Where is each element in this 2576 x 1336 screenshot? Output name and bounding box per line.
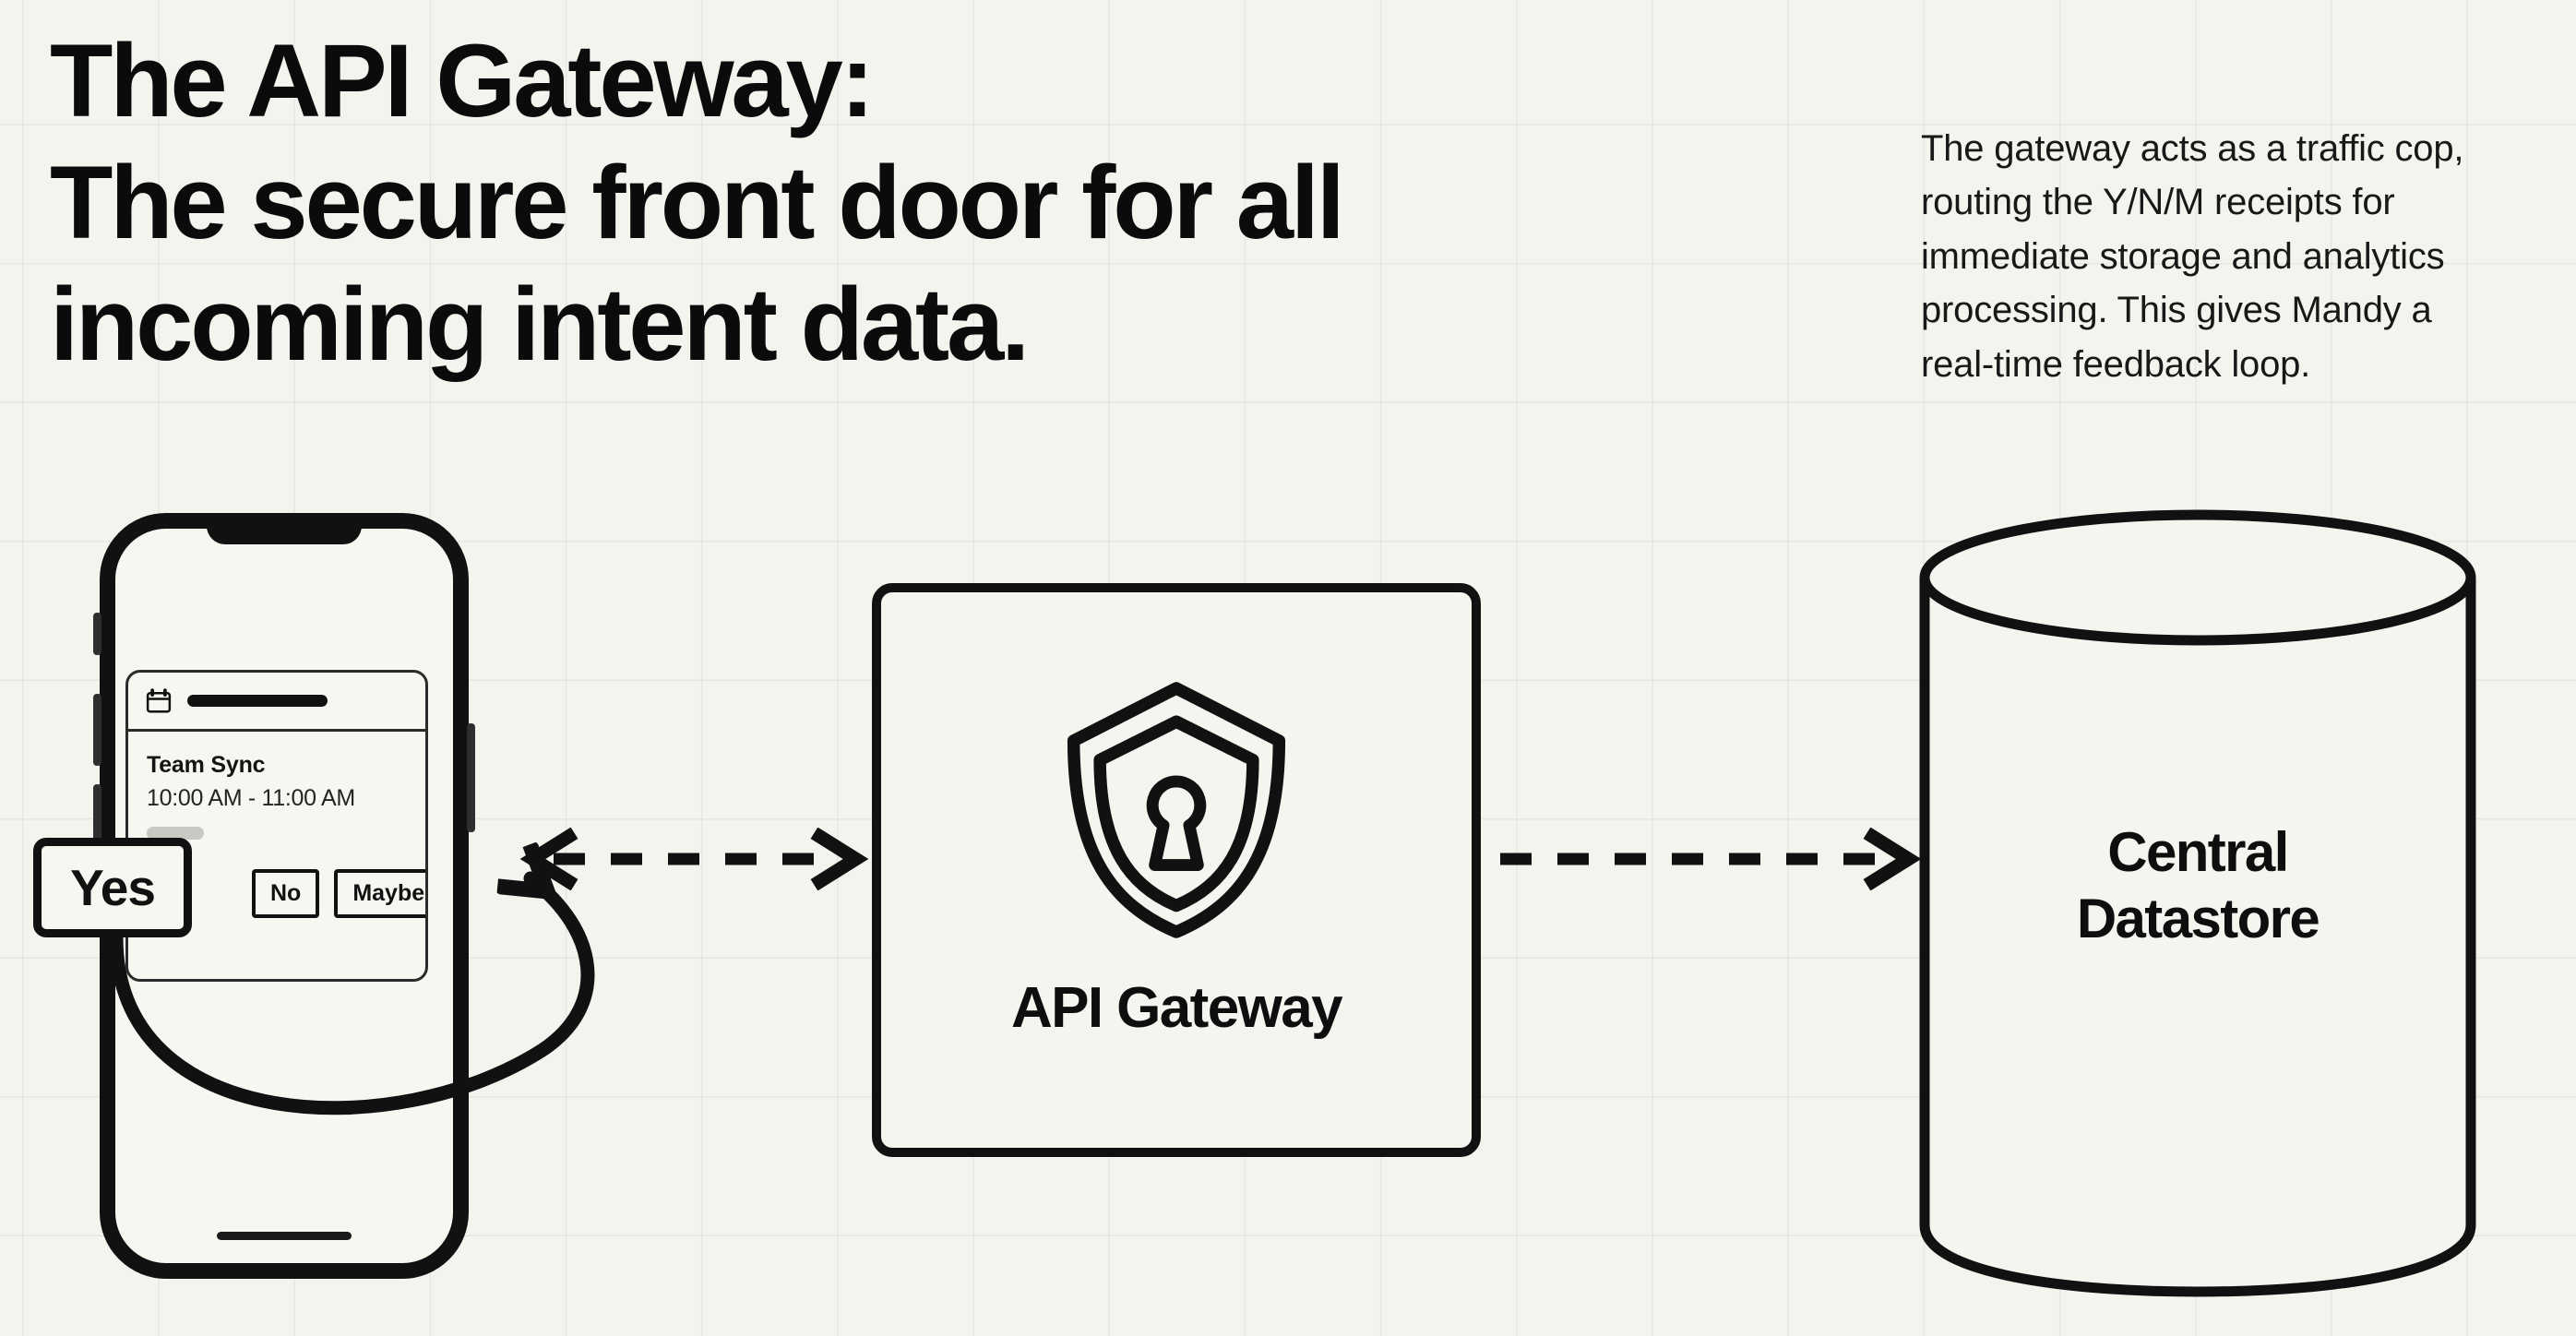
page-title: The API Gateway: The secure front door f… (50, 23, 1345, 383)
api-gateway-node[interactable]: API Gateway (872, 583, 1481, 1157)
event-time: 10:00 AM - 11:00 AM (147, 785, 355, 811)
event-meta-placeholder (147, 827, 204, 840)
rsvp-yes-button[interactable]: Yes (33, 838, 192, 937)
rsvp-maybe-button[interactable]: Maybe (334, 869, 425, 918)
rsvp-no-button[interactable]: No (252, 869, 320, 918)
shield-lock-icon (1067, 681, 1286, 938)
api-gateway-label: API Gateway (1010, 975, 1343, 1040)
phone-volume-up-button[interactable] (93, 694, 101, 766)
database-cylinder-icon (1919, 509, 2476, 1297)
phone-notch (207, 513, 362, 544)
calendar-card-header (128, 673, 425, 732)
redacted-title-bar (187, 695, 328, 707)
side-note-paragraph: The gateway acts as a traffic cop, routi… (1921, 128, 2464, 385)
calendar-icon (146, 687, 172, 712)
phone-home-indicator (217, 1232, 352, 1240)
phone-volume-down-button[interactable] (93, 784, 101, 856)
central-datastore-label: Central Datastore (2076, 821, 2320, 949)
event-title: Team Sync (147, 752, 266, 778)
phone-power-button[interactable] (467, 723, 475, 832)
central-datastore-node[interactable]: Central Datastore (1915, 506, 2480, 1297)
calendar-card-body: Team Sync 10:00 AM - 11:00 AM (128, 732, 425, 840)
phone-silent-switch[interactable] (93, 613, 101, 655)
